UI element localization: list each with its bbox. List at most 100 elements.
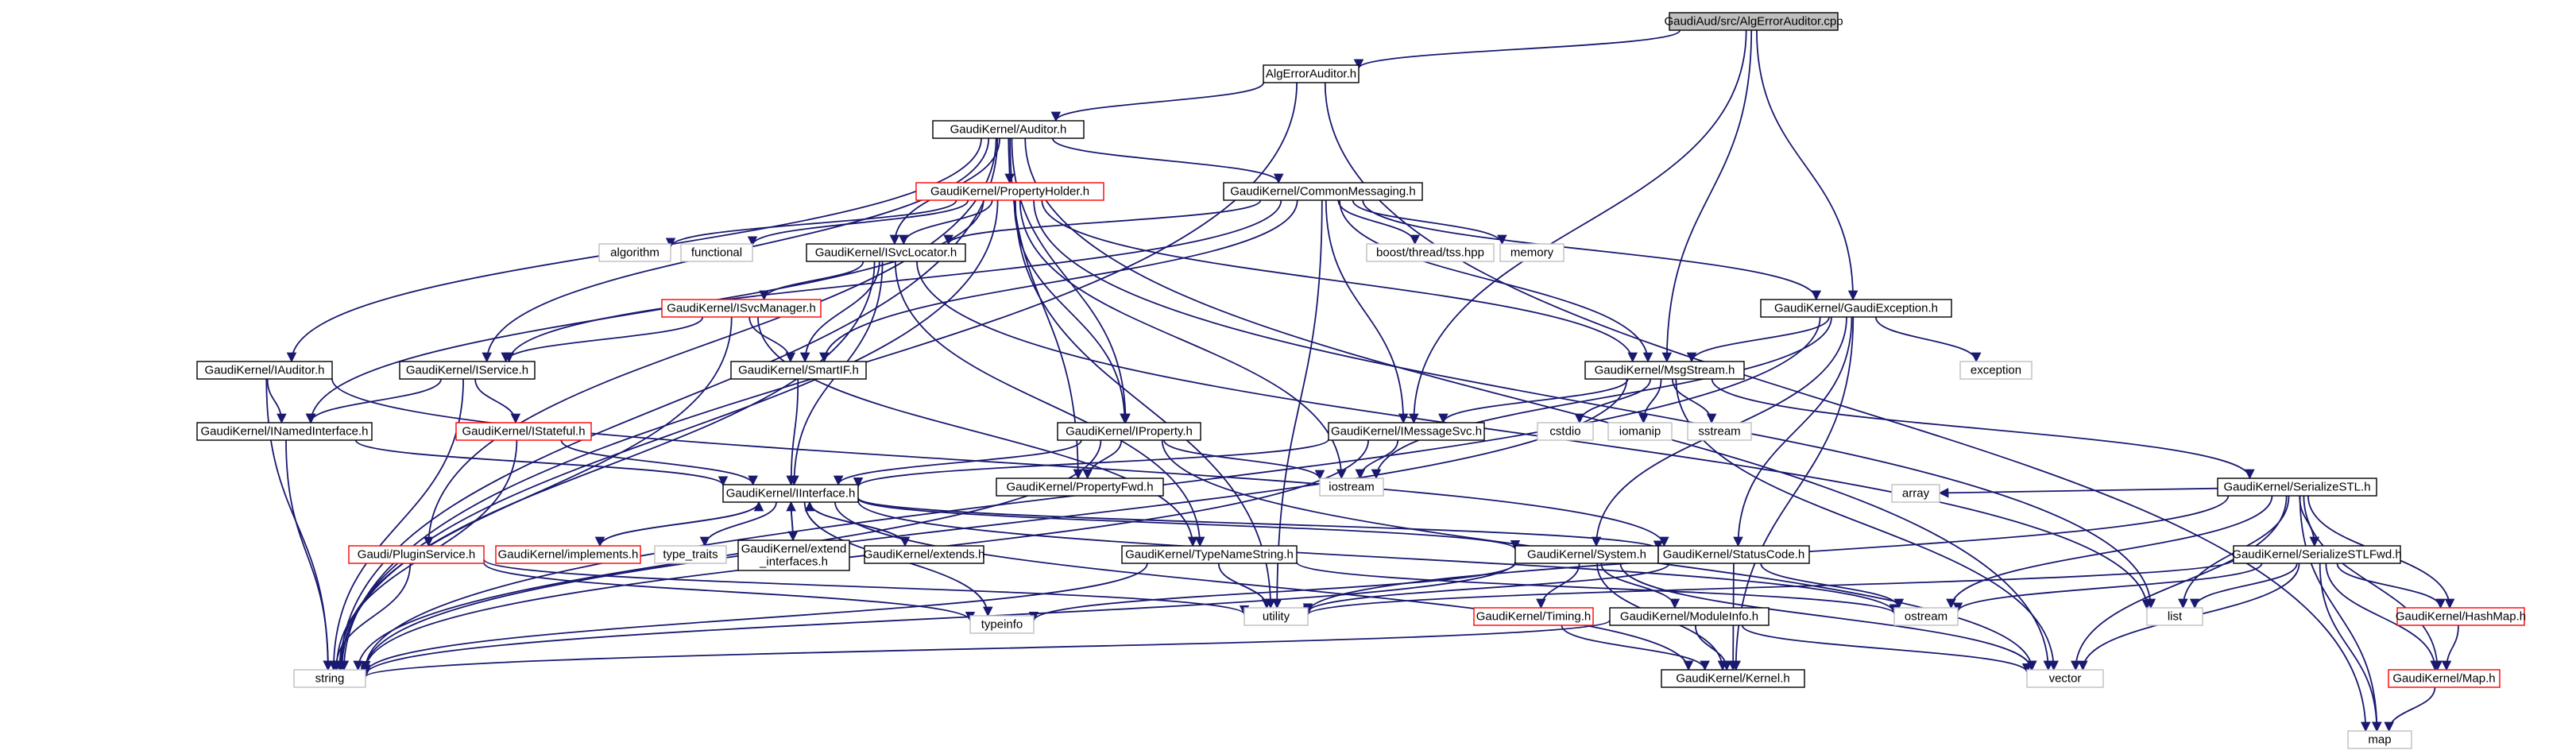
graph-node-system[interactable]: GaudiKernel/System.h xyxy=(1514,545,1659,564)
graph-node-implements[interactable]: GaudiKernel/implements.h xyxy=(495,545,641,564)
node-label: boost/thread/tss.hpp xyxy=(1376,246,1484,260)
node-box xyxy=(1607,422,1673,441)
graph-node-timing[interactable]: GaudiKernel/Timing.h xyxy=(1473,607,1594,626)
include-edge-isvcloc-to-list xyxy=(916,261,2152,610)
graph-node-memory: memory xyxy=(1499,243,1565,262)
graph-node-map_h[interactable]: GaudiKernel/Map.h xyxy=(2388,669,2501,688)
graph-node-typenamestr[interactable]: GaudiKernel/TypeNameString.h xyxy=(1121,545,1298,564)
node-label: map xyxy=(2368,733,2391,747)
include-edge-imsgsvc-to-iinterface xyxy=(853,439,1329,488)
include-edge-gexc-to-iostream xyxy=(1371,316,1832,480)
graph-node-inamed[interactable]: GaudiKernel/INamedInterface.h xyxy=(196,422,373,441)
node-box xyxy=(1263,64,1360,83)
graph-node-imsgsvc[interactable]: GaudiKernel/IMessageSvc.h xyxy=(1328,422,1485,441)
node-label: GaudiKernel/PropertyFwd.h xyxy=(1006,481,1153,494)
include-edge-commsg-to-iservice xyxy=(504,199,1282,363)
graph-node-serstlfwd[interactable]: GaudiKernel/SerializeSTLFwd.h xyxy=(2232,545,2402,564)
node-box xyxy=(1760,299,1952,318)
include-edge-commsg-to-utility xyxy=(1271,199,1323,609)
node-layer: GaudiAud/src/AlgErrorAuditor.cppAlgError… xyxy=(196,12,2526,749)
node-label: GaudiKernel/StatusCode.h xyxy=(1663,548,1804,562)
include-edge-inamed-to-iinterface xyxy=(354,439,729,486)
node-label: GaudiKernel/ISvcLocator.h xyxy=(815,246,957,260)
graph-node-auditor[interactable]: GaudiKernel/Auditor.h xyxy=(932,120,1085,139)
node-box xyxy=(455,422,592,441)
graph-node-array: array xyxy=(1891,484,1940,503)
node-label: GaudiKernel/extends.h xyxy=(864,548,985,562)
graph-node-msgstream[interactable]: GaudiKernel/MsgStream.h xyxy=(1584,361,1745,380)
include-edge-hashmap-to-map_h xyxy=(2441,624,2459,671)
node-box xyxy=(722,484,859,503)
include-edge-isvcloc-to-typenamestr xyxy=(894,261,1205,547)
graph-node-functional: functional xyxy=(680,243,753,262)
include-edge-msgstream-to-sstream xyxy=(1672,378,1717,424)
node-label: exception xyxy=(1971,364,2021,377)
node-label: GaudiKernel/SerializeSTL.h xyxy=(2223,481,2370,494)
include-edge-isvcmgr-to-typenamestr xyxy=(757,316,1198,547)
node-label: _interfaces.h xyxy=(759,555,828,569)
graph-node-iinterface[interactable]: GaudiKernel/IInterface.h xyxy=(722,484,859,503)
graph-node-gexc[interactable]: GaudiKernel/GaudiException.h xyxy=(1760,299,1952,318)
include-edge-serstl-to-map xyxy=(2299,495,2382,733)
node-box xyxy=(2233,545,2401,564)
node-box xyxy=(1584,361,1745,380)
graph-node-root[interactable]: GaudiAud/src/AlgErrorAuditor.cpp xyxy=(1664,12,1843,31)
graph-node-propholder[interactable]: GaudiKernel/PropertyHolder.h xyxy=(915,182,1104,201)
include-edge-imsgsvc-to-iostream xyxy=(1355,439,1399,480)
node-box xyxy=(1319,478,1384,497)
include-edge-implements-to-iinterface xyxy=(599,501,764,547)
graph-node-propfwd[interactable]: GaudiKernel/PropertyFwd.h xyxy=(996,478,1164,497)
graph-node-algorithm: algorithm xyxy=(598,243,671,262)
include-edge-inamed-to-string xyxy=(285,439,334,671)
node-label: type_traits xyxy=(663,548,717,562)
graph-node-serstl[interactable]: GaudiKernel/SerializeSTL.h xyxy=(2217,478,2377,497)
include-edge-system-to-timing xyxy=(1536,563,1580,609)
node-box xyxy=(1244,607,1309,626)
include-edge-algerr-to-auditor xyxy=(1050,82,1264,122)
node-label: GaudiKernel/SerializeSTLFwd.h xyxy=(2232,548,2401,562)
node-label: algorithm xyxy=(610,246,659,260)
node-box xyxy=(2146,607,2203,626)
node-label: GaudiKernel/PropertyHolder.h xyxy=(930,185,1089,199)
graph-node-pluginsvc[interactable]: Gaudi/PluginService.h xyxy=(348,545,485,564)
graph-node-statuscode[interactable]: GaudiKernel/StatusCode.h xyxy=(1657,545,1810,564)
include-edge-map_h-to-map xyxy=(2384,686,2436,733)
include-edge-auditor-to-string xyxy=(335,137,999,671)
include-edge-serstl-to-map_h xyxy=(2303,495,2443,671)
node-box xyxy=(2217,478,2377,497)
graph-node-isvcloc[interactable]: GaudiKernel/ISvcLocator.h xyxy=(806,243,966,262)
graph-node-hashmap[interactable]: GaudiKernel/HashMap.h xyxy=(2396,607,2526,626)
node-box xyxy=(2396,607,2525,626)
node-box xyxy=(1473,607,1594,626)
graph-node-isvcmgr[interactable]: GaudiKernel/ISvcManager.h xyxy=(661,299,822,318)
node-label: GaudiKernel/INamedInterface.h xyxy=(201,425,369,439)
graph-node-iauditor[interactable]: GaudiKernel/IAuditor.h xyxy=(196,361,333,380)
graph-node-map: map xyxy=(2347,730,2412,749)
graph-node-commsg[interactable]: GaudiKernel/CommonMessaging.h xyxy=(1223,182,1423,201)
include-edge-propholder-to-list xyxy=(1033,199,2156,609)
graph-node-algerr[interactable]: AlgErrorAuditor.h xyxy=(1263,64,1360,83)
graph-node-istateful[interactable]: GaudiKernel/IStateful.h xyxy=(455,422,592,441)
include-edge-iproperty-to-iinterface xyxy=(833,439,1082,486)
graph-node-typetraits: type_traits xyxy=(654,545,727,564)
include-edge-iservice-to-inamed xyxy=(305,378,442,424)
node-box xyxy=(1891,484,1940,503)
graph-node-extends[interactable]: GaudiKernel/extends.h xyxy=(864,545,985,564)
graph-node-extendif[interactable]: GaudiKernel/extend_interfaces.h xyxy=(737,539,850,571)
include-edge-pluginsvc-to-typeinfo xyxy=(483,562,976,622)
node-label: string xyxy=(315,672,345,686)
graph-node-kernel[interactable]: GaudiKernel/Kernel.h xyxy=(1661,669,1805,688)
graph-node-iservice[interactable]: GaudiKernel/IService.h xyxy=(399,361,536,380)
include-edge-system-to-string xyxy=(360,561,1516,676)
node-label: GaudiKernel/IStateful.h xyxy=(462,425,585,439)
node-box xyxy=(2347,730,2412,749)
graph-node-iproperty[interactable]: GaudiKernel/IProperty.h xyxy=(1057,422,1201,441)
node-label: GaudiKernel/IProperty.h xyxy=(1066,425,1193,439)
node-label: GaudiKernel/IService.h xyxy=(406,364,528,377)
include-edge-commsg-to-tss xyxy=(1337,199,1420,246)
node-label: GaudiKernel/System.h xyxy=(1527,548,1646,562)
graph-node-smartif[interactable]: GaudiKernel/SmartIF.h xyxy=(730,361,867,380)
include-edge-typenamestr-to-string xyxy=(360,563,1148,675)
graph-node-vector: vector xyxy=(2026,669,2104,688)
graph-node-modinfo[interactable]: GaudiKernel/ModuleInfo.h xyxy=(1609,607,1770,626)
